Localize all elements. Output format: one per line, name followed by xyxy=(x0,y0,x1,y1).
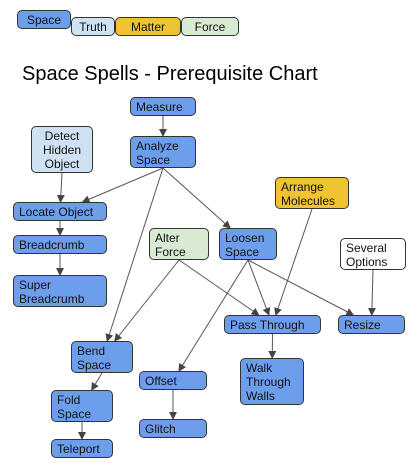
node-walk-through-walls: Walk Through Walls xyxy=(240,358,304,405)
legend-space: Space xyxy=(17,10,71,29)
node-fold-space: Fold Space xyxy=(51,390,113,422)
node-arrange-molecules: Arrange Molecules xyxy=(275,177,349,209)
arrow-bend-space-to-fold-space xyxy=(91,372,103,391)
node-breadcrumb: Breadcrumb xyxy=(13,235,107,254)
node-resize: Resize xyxy=(338,315,405,334)
node-measure: Measure xyxy=(130,97,196,116)
node-several-options: Several Options xyxy=(340,238,406,270)
arrow-detect-hidden-object-to-locate-object xyxy=(56,172,65,203)
legend-truth: Truth xyxy=(71,17,115,36)
node-pass-through: Pass Through xyxy=(224,315,321,334)
node-locate-object: Locate Object xyxy=(13,202,107,221)
node-super-breadcrumb: Super Breadcrumb xyxy=(13,275,107,307)
node-loosen-space: Loosen Space xyxy=(219,228,277,260)
arrow-loosen-space-to-offset xyxy=(178,259,249,372)
arrow-analyze-space-to-locate-object xyxy=(81,167,164,203)
arrow-several-options-to-resize xyxy=(367,269,376,316)
legend-matter: Matter xyxy=(115,17,181,36)
node-alter-force: Alter Force xyxy=(149,228,209,260)
node-offset: Offset xyxy=(139,371,207,390)
chart-title: Space Spells - Prerequisite Chart xyxy=(22,63,318,85)
arrow-alter-force-to-pass-through xyxy=(178,259,260,316)
arrow-loosen-space-to-resize xyxy=(247,259,355,316)
arrow-analyze-space-to-bend-space xyxy=(105,167,164,342)
node-glitch: Glitch xyxy=(139,419,207,438)
legend-matter-label: Matter xyxy=(130,19,165,34)
arrow-analyze-space-to-loosen-space xyxy=(162,167,231,229)
node-bend-space: Bend Space xyxy=(71,341,133,373)
node-teleport: Teleport xyxy=(51,439,113,458)
legend-force-label: Force xyxy=(194,19,226,34)
node-detect-hidden-object: Detect Hidden Object xyxy=(31,126,93,173)
arrow-alter-force-to-bend-space xyxy=(114,259,180,342)
legend-force: Force xyxy=(181,17,239,36)
legend-space-label: Space xyxy=(26,12,62,27)
node-analyze-space: Analyze Space xyxy=(130,136,196,168)
arrow-loosen-space-to-pass-through xyxy=(247,259,271,316)
legend-truth-label: Truth xyxy=(79,19,107,34)
arrow-arrange-molecules-to-pass-through xyxy=(274,208,313,316)
